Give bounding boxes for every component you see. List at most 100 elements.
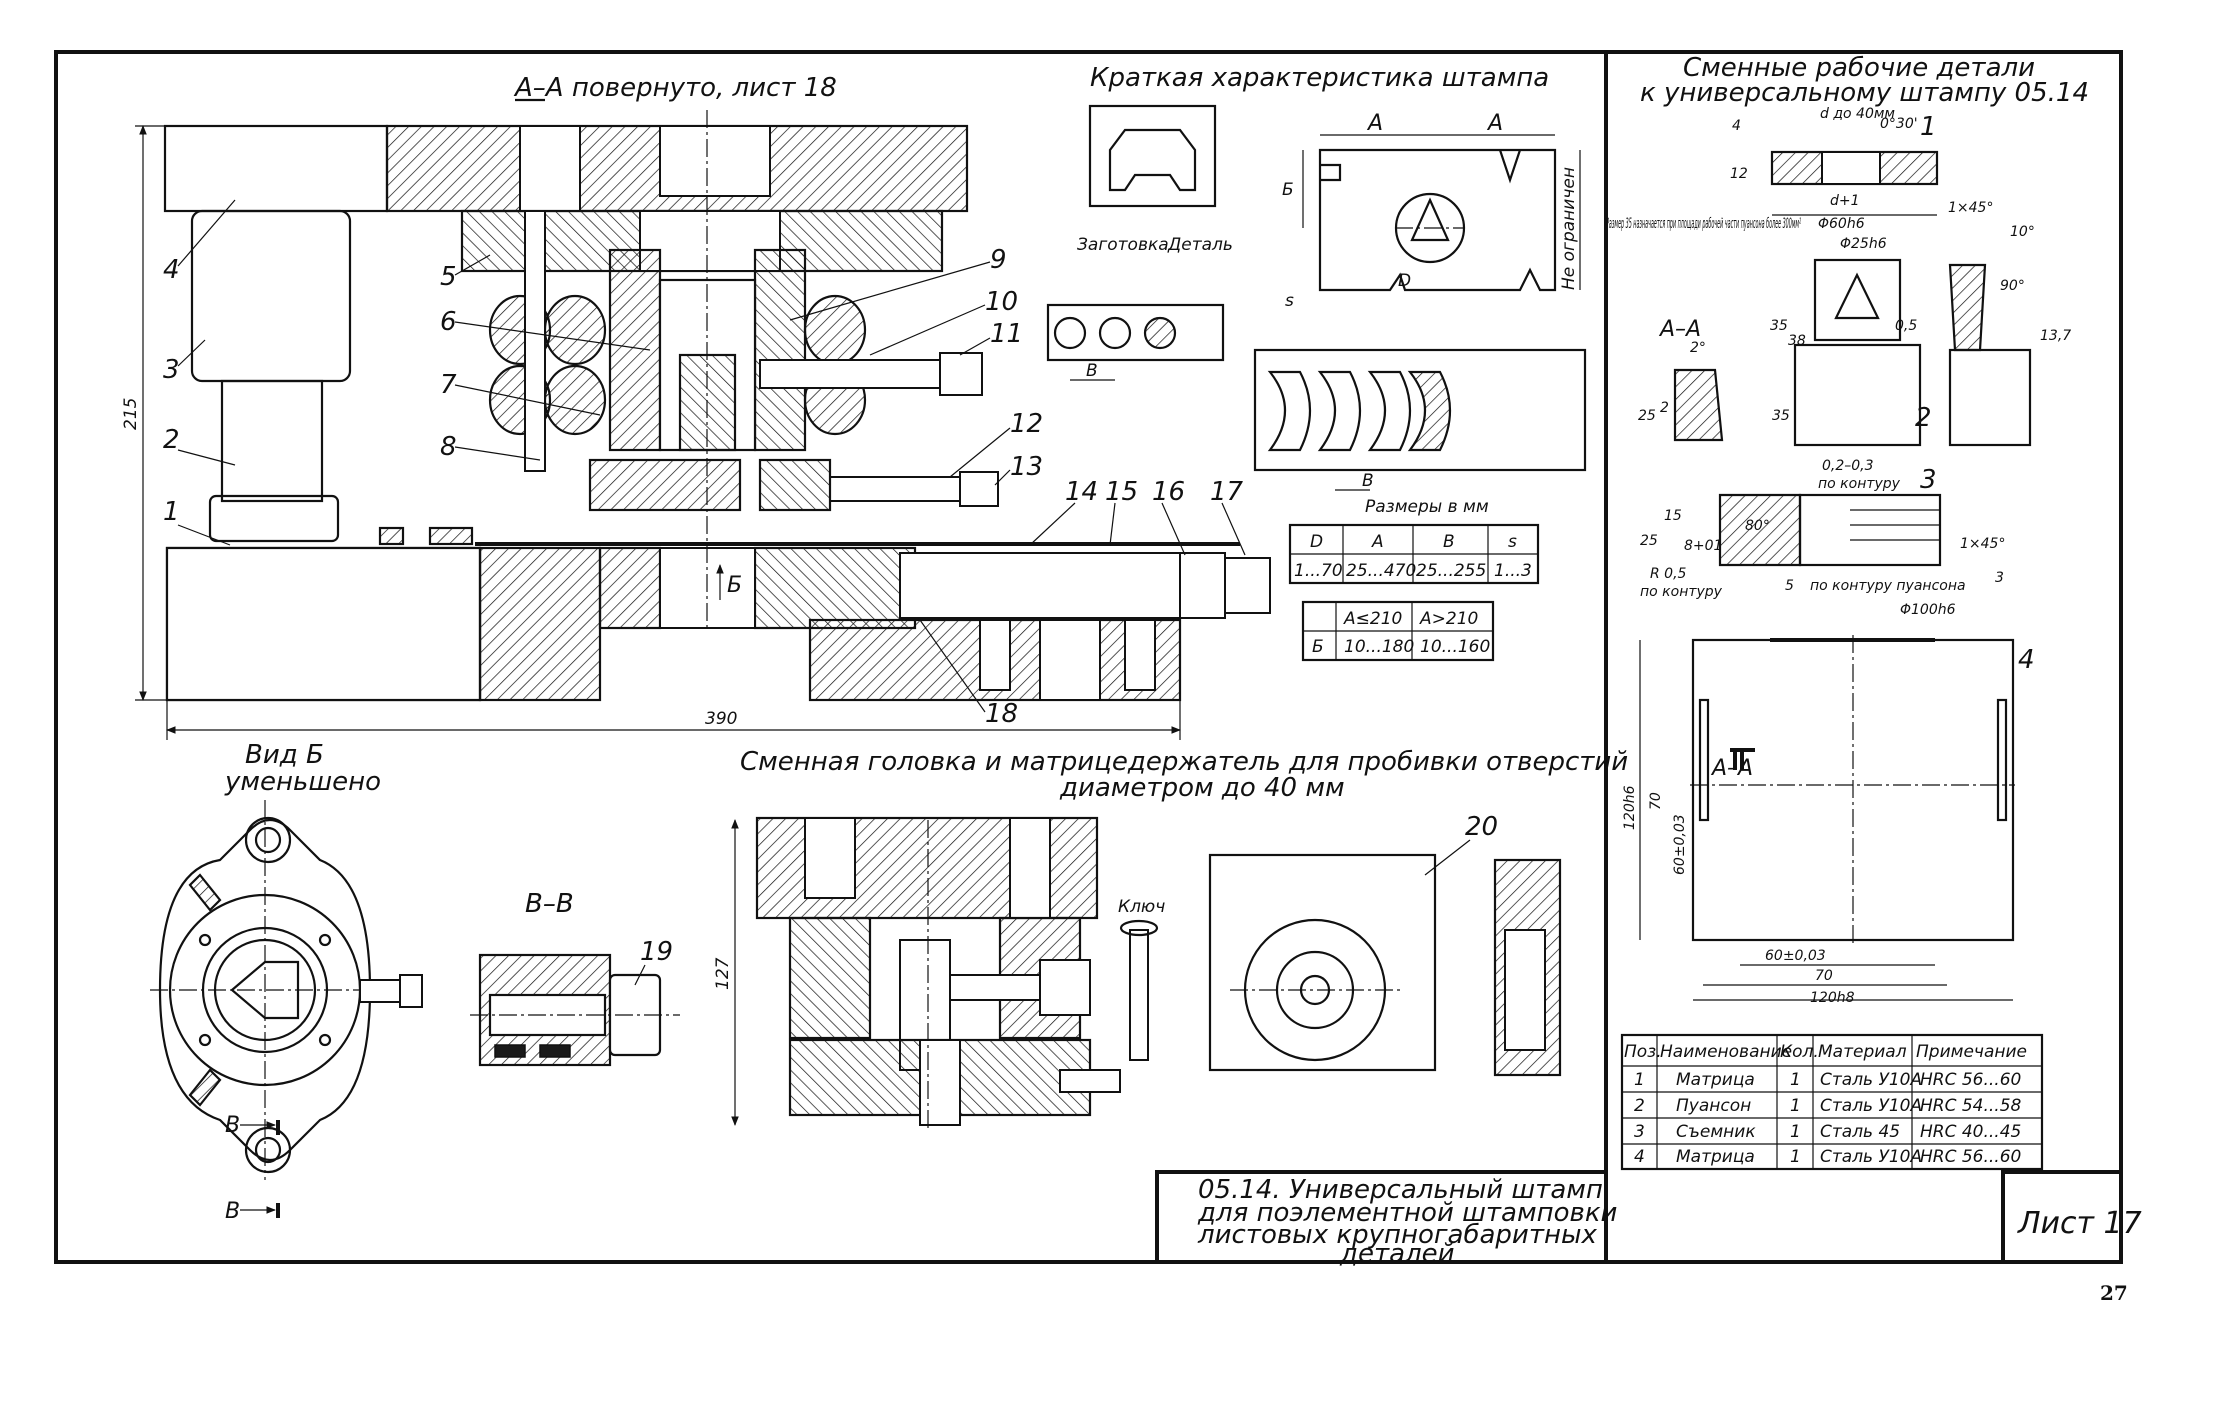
svg-text:Матрица: Матрица [1676, 1070, 1755, 1090]
dim-25b: 25 [1640, 533, 1658, 549]
dim-phi100: Φ100h6 [1900, 602, 1956, 618]
dim-25: 25 [1638, 408, 1656, 424]
parts-callout-2: 2 [1915, 403, 1932, 433]
callout-12: 12 [1010, 409, 1043, 439]
characteristic-block: Краткая характеристика штампа Заготовка … [1046, 63, 1587, 517]
parts-title-1: Сменные рабочие детали [1683, 53, 2035, 83]
callout-10: 10 [985, 287, 1018, 317]
callout-14: 14 [1065, 477, 1098, 507]
parts-callout-3: 3 [1920, 465, 1937, 495]
not-limited-label: Не ограничен [1559, 167, 1579, 290]
dim-2: 2 [1660, 400, 1669, 416]
svg-text:10...160: 10...160 [1420, 637, 1490, 657]
column-housing [190, 209, 352, 383]
svg-text:HRC 40...45: HRC 40...45 [1920, 1122, 2021, 1142]
svg-text:Примечание: Примечание [1916, 1042, 2027, 1062]
svg-text:Матрица: Матрица [1676, 1147, 1755, 1167]
callout-19: 19 [640, 937, 673, 967]
dim-d: D [1398, 271, 1411, 291]
dim-60v: 60±0,03 [1672, 814, 1688, 875]
spec-table-2: A≤210 A>210 Б 10...180 10...160 [1301, 600, 1495, 662]
dim-05: 0,5 [1895, 318, 1917, 334]
sheet-sketch [1318, 148, 1557, 292]
note-line: Размер 35 назначается при площади рабоче… [1606, 216, 1801, 232]
svg-text:Материал: Материал [1818, 1042, 1907, 1062]
long-bolt [524, 210, 546, 472]
dim-60h: 60±0,03 [1765, 948, 1826, 964]
adjusting-screw [899, 552, 1181, 619]
svg-text:4: 4 [1634, 1147, 1645, 1167]
svg-text:Наименование: Наименование [1660, 1042, 1792, 1062]
dim-s: s [1285, 291, 1294, 311]
dim-12: 12 [1730, 166, 1748, 182]
parts-callout-1: 1 [1920, 112, 1937, 142]
head-title-2: диаметром до 40 мм [1059, 773, 1345, 803]
dim-phi60: Φ60h6 [1818, 216, 1865, 232]
callout-4: 4 [163, 255, 180, 285]
dim-a2: А [1486, 111, 1503, 136]
sheet-frame [54, 50, 2123, 1264]
callout-16: 16 [1152, 477, 1185, 507]
section-mark-v2: В [225, 1199, 240, 1224]
section-mark-v1: В [225, 1113, 240, 1138]
dim-angle80: 80° [1745, 518, 1770, 534]
stripper-plate [588, 458, 742, 512]
svg-text:D: D [1310, 532, 1323, 552]
guide-stop [378, 526, 405, 546]
main-section-view: А–А повернуто, лист 18 [121, 73, 1271, 740]
arrow-b-label: Б [727, 573, 742, 598]
callout-2: 2 [163, 425, 180, 455]
parts-table: Поз. Наименование Кол. Материал Примечан… [1620, 1033, 2044, 1171]
sheet-label: Лист 17 [2017, 1206, 2142, 1241]
stripper-left [608, 248, 662, 452]
svg-text:10...180: 10...180 [1344, 637, 1414, 657]
svg-text:3: 3 [1634, 1122, 1645, 1142]
dim-15: 15 [1664, 508, 1682, 524]
svg-text:1...3: 1...3 [1494, 561, 1532, 581]
dim-punch-contour: по контуру пуансона [1810, 578, 1966, 594]
section-a-left: А–А [1710, 756, 1753, 781]
blank-sketch [1088, 104, 1217, 208]
callout-3: 3 [163, 355, 180, 385]
callout-8: 8 [440, 432, 457, 462]
dim-contour: по контуру [1640, 584, 1723, 600]
svg-text:A>210: A>210 [1419, 609, 1478, 629]
die-holder-view [1208, 853, 1437, 1072]
sheet-number-frame [2001, 1170, 2123, 1264]
title-block: 05.14. Универсальный штамп для поэлемент… [1197, 1175, 2142, 1305]
dim-phi25: Φ25h6 [1840, 236, 1887, 252]
dim-d1: d+1 [1830, 193, 1860, 209]
svg-text:Кол.: Кол. [1780, 1042, 1819, 1062]
svg-text:B: B [1443, 532, 1455, 552]
callout-18: 18 [985, 699, 1018, 729]
dim-tol: 0,2–0,3 [1822, 458, 1874, 474]
notches-strip [1253, 348, 1587, 472]
punch-tip-section [1948, 263, 1987, 352]
die-holder [753, 546, 917, 630]
dim-d40: d до 40мм [1820, 106, 1895, 122]
dim-v-notch: В [1362, 471, 1374, 491]
dim-r05: R 0,5 [1650, 566, 1687, 582]
blank-label: Заготовка [1077, 235, 1169, 255]
adjusting-nut [1179, 552, 1226, 619]
part2-punch-head [1813, 258, 1902, 342]
screw-11 [759, 359, 941, 389]
dim-a1: А [1366, 111, 1383, 136]
view-b: Вид Б уменьшено В В [150, 740, 423, 1224]
dim-8: 8+01 [1684, 538, 1722, 554]
svg-text:A≤210: A≤210 [1343, 609, 1402, 629]
main-callouts: 1 2 3 4 5 6 7 8 9 10 11 12 13 1 [163, 199, 1246, 729]
svg-text:Съемник: Съемник [1676, 1122, 1756, 1142]
callout-17: 17 [1210, 477, 1244, 507]
dim-215: 215 [121, 398, 141, 430]
characteristic-title: Краткая характеристика штампа [1090, 63, 1549, 93]
svg-text:Сталь У10А: Сталь У10А [1820, 1070, 1922, 1090]
svg-text:Пуансон: Пуансон [1676, 1096, 1751, 1116]
aa-angle: 2° [1690, 340, 1706, 356]
dim-angle: 0°30' [1880, 116, 1918, 132]
nut-11 [939, 352, 983, 396]
parts-callout-4: 4 [2018, 645, 2035, 675]
svg-text:1...70: 1...70 [1294, 561, 1343, 581]
dim-chamfer1: 1×45° [1948, 200, 1993, 216]
